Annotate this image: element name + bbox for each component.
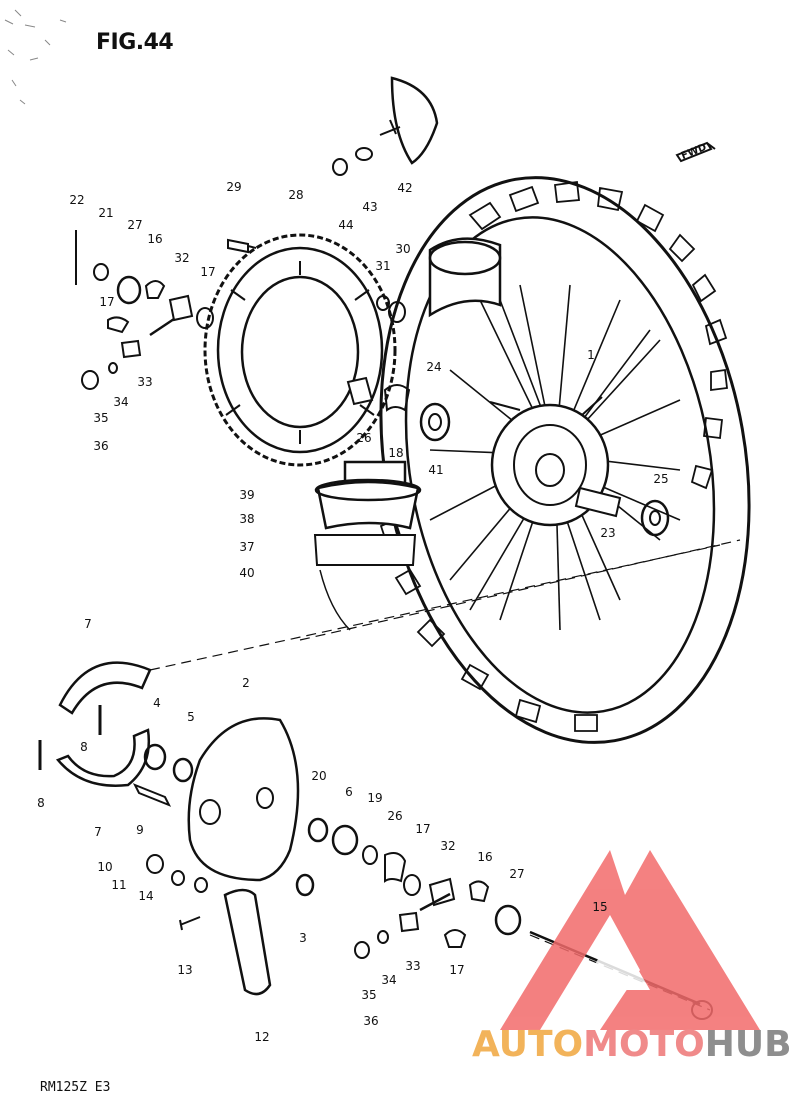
callout-18: 18 xyxy=(388,446,404,460)
callout-29: 29 xyxy=(226,180,242,194)
callout-17: 17 xyxy=(415,822,431,836)
callout-30: 30 xyxy=(395,242,411,256)
rim-tape xyxy=(428,237,502,318)
watermark-text: AUTOMOTOHUB xyxy=(472,1024,792,1065)
callout-1: 1 xyxy=(587,348,595,362)
callout-14: 14 xyxy=(138,889,154,903)
torque-link xyxy=(223,888,272,996)
spacer xyxy=(346,376,411,412)
callout-16: 16 xyxy=(147,232,163,246)
callout-43: 43 xyxy=(362,200,378,214)
callout-4: 4 xyxy=(153,696,161,710)
callout-40: 40 xyxy=(239,566,255,580)
watermark-logo xyxy=(500,850,760,1030)
callout-33: 33 xyxy=(405,959,421,973)
callout-27: 27 xyxy=(127,218,143,232)
callout-20: 20 xyxy=(311,769,327,783)
watermark-hub: HUB xyxy=(704,1024,792,1065)
callout-5: 5 xyxy=(187,710,195,724)
callout-11: 11 xyxy=(111,878,127,892)
callout-27: 27 xyxy=(509,867,525,881)
callout-35: 35 xyxy=(93,411,109,425)
callout-2: 2 xyxy=(242,676,250,690)
brake-panel-hardware xyxy=(132,743,208,931)
watermark-auto: AUTO xyxy=(472,1024,584,1065)
callout-13: 13 xyxy=(177,963,193,977)
callout-21: 21 xyxy=(98,206,114,220)
rear-sprocket xyxy=(203,233,397,467)
sprocket-nut xyxy=(376,295,406,323)
callout-22: 22 xyxy=(69,193,85,207)
callout-16: 16 xyxy=(477,850,493,864)
brake-shoe xyxy=(38,661,152,787)
callout-41: 41 xyxy=(428,463,444,477)
callout-38: 38 xyxy=(239,512,255,526)
callout-19: 19 xyxy=(367,791,383,805)
watermark-moto: MOTO xyxy=(583,1024,705,1065)
callout-26: 26 xyxy=(356,431,372,445)
forward-arrow xyxy=(675,141,716,163)
callout-31: 31 xyxy=(375,259,391,273)
chain-guard xyxy=(332,76,439,176)
callout-8: 8 xyxy=(37,796,45,810)
callout-33: 33 xyxy=(137,375,153,389)
callout-9: 9 xyxy=(136,823,144,837)
callout-35: 35 xyxy=(361,988,377,1002)
callout-3: 3 xyxy=(299,931,307,945)
wheel-bearing xyxy=(419,402,670,537)
callout-44: 44 xyxy=(338,218,354,232)
callout-6: 6 xyxy=(345,785,353,799)
callout-24: 24 xyxy=(426,360,442,374)
figure-title: FIG.44 xyxy=(96,30,174,55)
callout-26: 26 xyxy=(387,809,403,823)
rear-tire xyxy=(363,176,751,744)
sprocket-bolt xyxy=(227,238,257,254)
callout-37: 37 xyxy=(239,540,255,554)
brake-panel xyxy=(187,717,315,897)
callout-8: 8 xyxy=(80,740,88,754)
callout-36: 36 xyxy=(93,439,109,453)
tube-and-flap xyxy=(313,460,422,631)
callout-15: 15 xyxy=(592,900,608,914)
model-code: RM125Z E3 xyxy=(40,1080,111,1095)
callout-10: 10 xyxy=(97,860,113,874)
callout-34: 34 xyxy=(381,973,397,987)
callout-17: 17 xyxy=(449,963,465,977)
callout-7: 7 xyxy=(84,617,92,631)
callout-7: 7 xyxy=(94,825,102,839)
chain-adjuster-left xyxy=(75,230,214,390)
callout-17: 17 xyxy=(200,265,216,279)
callout-42: 42 xyxy=(397,181,413,195)
callout-36: 36 xyxy=(363,1014,379,1028)
callout-23: 23 xyxy=(600,526,616,540)
callout-32: 32 xyxy=(174,251,190,265)
callout-25: 25 xyxy=(653,472,669,486)
callout-39: 39 xyxy=(239,488,255,502)
callout-32: 32 xyxy=(440,839,456,853)
scan-speckle xyxy=(4,9,67,105)
callout-17: 17 xyxy=(99,295,115,309)
callout-34: 34 xyxy=(113,395,129,409)
callout-12: 12 xyxy=(254,1030,270,1044)
callout-28: 28 xyxy=(288,188,304,202)
